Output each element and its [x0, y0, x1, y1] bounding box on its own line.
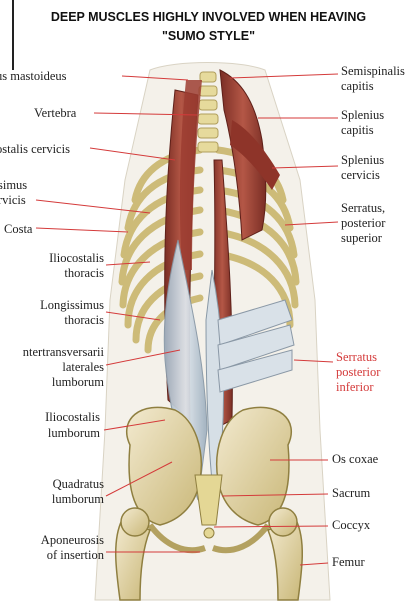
label-coccyx: Coccyx [332, 518, 370, 532]
label-iliocostalis-thoracis-1: Iliocostalis [24, 251, 104, 265]
label-intertransversarii-1: ntertransversarii [0, 345, 104, 359]
label-semispinalis-capitis-2: capitis [341, 79, 374, 93]
label-femur: Femur [332, 555, 365, 569]
label-intertransversarii-3: lumborum [0, 375, 104, 389]
label-sacrum: Sacrum [332, 486, 370, 500]
label-splenius-cervicis-2: cervicis [341, 168, 380, 182]
label-aponeurosis-1: Aponeurosis [6, 533, 104, 547]
label-os-coxae: Os coxae [332, 452, 378, 466]
label-serratus-posterior-superior-3: superior [341, 231, 382, 245]
label-serratus-posterior-inferior-2: posterior [336, 365, 380, 379]
label-splenius-capitis-2: capitis [341, 123, 374, 137]
label-costa: Costa [4, 222, 32, 236]
label-serratus-posterior-superior-1: Serratus, [341, 201, 385, 215]
label-intertransversarii-2: laterales [0, 360, 104, 374]
label-obliquus-mastoideus: us mastoideus [0, 69, 66, 83]
label-longissimus-thoracis-2: thoracis [14, 313, 104, 327]
label-aponeurosis-2: of insertion [6, 548, 104, 562]
label-iliocostalis-lumborum-1: Iliocostalis [14, 410, 100, 424]
label-serratus-posterior-inferior-1: Serratus [336, 350, 377, 364]
label-iliocostalis-thoracis-2: thoracis [24, 266, 104, 280]
label-longissimus-thoracis-1: Longissimus [14, 298, 104, 312]
label-semispinalis-capitis-1: Semispinalis [341, 64, 405, 78]
label-quadratus-lumborum-2: lumborum [14, 492, 104, 506]
label-serratus-posterior-superior-2: posterior [341, 216, 385, 230]
label-splenius-cervicis-1: Splenius [341, 153, 384, 167]
label-splenius-capitis-1: Splenius [341, 108, 384, 122]
label-iliocostalis-cervicis: ostalis cervicis [0, 142, 70, 156]
label-longissimus-cervicis-2: rvicis [0, 193, 26, 207]
label-longissimus-cervicis-1: simus [0, 178, 27, 192]
label-quadratus-lumborum-1: Quadratus [14, 477, 104, 491]
label-vertebra: Vertebra [34, 106, 76, 120]
label-serratus-posterior-inferior-3: inferior [336, 380, 373, 394]
label-iliocostalis-lumborum-2: lumborum [14, 426, 100, 440]
